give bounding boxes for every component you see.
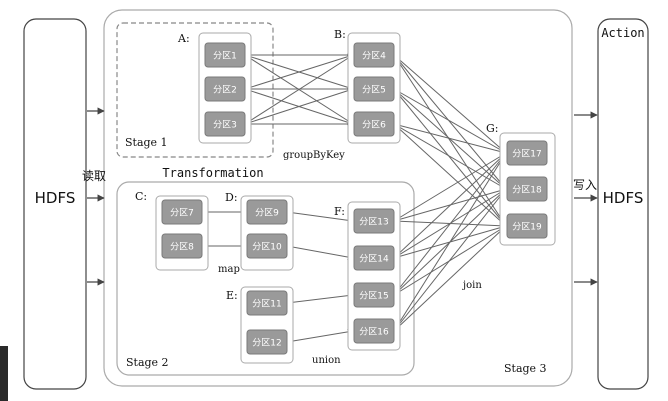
partition-b-2 [353, 76, 395, 102]
edge-e2-f4 [286, 328, 354, 343]
partition-label: 分区2 [213, 85, 237, 96]
partition-label: 分区8 [170, 242, 194, 253]
partition-label: 分区5 [362, 85, 386, 96]
partition-e-1 [246, 290, 288, 316]
edges [202, 52, 507, 343]
hdfs-right-label: HDFS [603, 189, 644, 207]
op-join: join [462, 280, 482, 291]
partition-f-1 [353, 208, 395, 234]
partition-f-3 [353, 282, 395, 308]
edge-a3-b2 [244, 87, 354, 125]
stage3-label: Stage 3 [504, 362, 547, 375]
corner-shadow [0, 346, 8, 401]
edge-a3-b1 [244, 54, 354, 125]
partition-a-1 [204, 42, 246, 68]
stage1-label: Stage 1 [125, 136, 168, 149]
rdd-label-d: D: [225, 191, 238, 204]
edge-f4-g1 [393, 152, 507, 332]
edge-f3-g1 [393, 152, 507, 296]
edge-b3-g3 [393, 123, 507, 227]
partition-d-1 [246, 199, 288, 225]
rdd-f-box [347, 201, 401, 351]
edge-b2-g3 [393, 88, 507, 227]
edge-e1-f3 [286, 292, 354, 304]
edge-b1-g2 [393, 54, 507, 190]
partition-c-2 [161, 233, 203, 259]
partition-label: 分区1 [213, 51, 237, 62]
hdfs-right-box [597, 18, 649, 390]
rdd-label-c: C: [135, 190, 147, 203]
edge-f4-g2 [393, 188, 507, 332]
op-groupbykey: groupByKey [283, 150, 345, 161]
transformation-label: Transformation [162, 166, 263, 180]
partition-b-3 [353, 111, 395, 137]
partition-g-1 [506, 140, 548, 166]
rdd-label-e: E: [226, 289, 238, 302]
write-label: 写入 [573, 178, 597, 192]
rdd-label-b: B: [334, 28, 346, 41]
partition-f-2 [353, 245, 395, 271]
rdd-label-f: F: [334, 205, 345, 218]
partition-label: 分区10 [252, 242, 282, 253]
rdd-label-g: G: [486, 122, 499, 135]
edge-f2-g1 [393, 152, 507, 259]
edge-f1-g1 [393, 152, 507, 222]
hdfs-left-box [23, 18, 87, 390]
op-union: union [312, 355, 341, 366]
partition-label: 分区6 [362, 120, 386, 131]
stage2-container [116, 181, 415, 376]
partition-b-1 [353, 42, 395, 68]
partition-label: 分区18 [512, 185, 542, 196]
edge-b1-g3 [393, 54, 507, 227]
action-label: Action [601, 26, 644, 40]
partition-label: 分区9 [255, 208, 279, 219]
partition-label: 分区12 [252, 338, 281, 349]
edge-b3-g1 [393, 123, 507, 155]
partition-label: 分区19 [512, 222, 542, 233]
partition-label: 分区17 [512, 149, 541, 160]
partition-label: 分区16 [359, 327, 389, 338]
partition-label: 分区3 [213, 120, 237, 131]
partition-label: 分区14 [359, 254, 389, 265]
edge-b3-g2 [393, 123, 507, 190]
partition-a-3 [204, 111, 246, 137]
hdfs-left-label: HDFS [35, 189, 76, 207]
partition-d-2 [246, 233, 288, 259]
partition-label: 分区15 [359, 291, 388, 302]
edge-d1-f1 [286, 211, 354, 224]
read-label: 读取 [82, 169, 106, 183]
edge-d2-f2 [286, 245, 354, 260]
partition-a-2 [204, 76, 246, 102]
partition-g-2 [506, 176, 548, 202]
partition-c-1 [161, 199, 203, 225]
edge-b2-g1 [393, 88, 507, 154]
partition-label: 分区7 [170, 208, 194, 219]
partitions: 分区1 分区2 分区3 分区4 分区5 分区6 分区7 分区8 分区9 分区10 分区11 分区12 分… [161, 42, 548, 355]
partition-g-3 [506, 213, 548, 239]
stage1-container [116, 22, 274, 158]
stage2-label: Stage 2 [126, 356, 169, 369]
partition-label: 分区13 [359, 217, 388, 228]
partition-label: 分区11 [252, 299, 281, 310]
rdd-label-a: A: [177, 32, 190, 45]
edge-f4-g3 [393, 225, 507, 332]
edge-a2-b1 [244, 53, 354, 90]
partition-label: 分区4 [362, 51, 386, 62]
edge-b1-g1 [393, 54, 507, 154]
partition-f-4 [353, 318, 395, 344]
partition-e-2 [246, 329, 288, 355]
op-map: map [218, 264, 240, 275]
